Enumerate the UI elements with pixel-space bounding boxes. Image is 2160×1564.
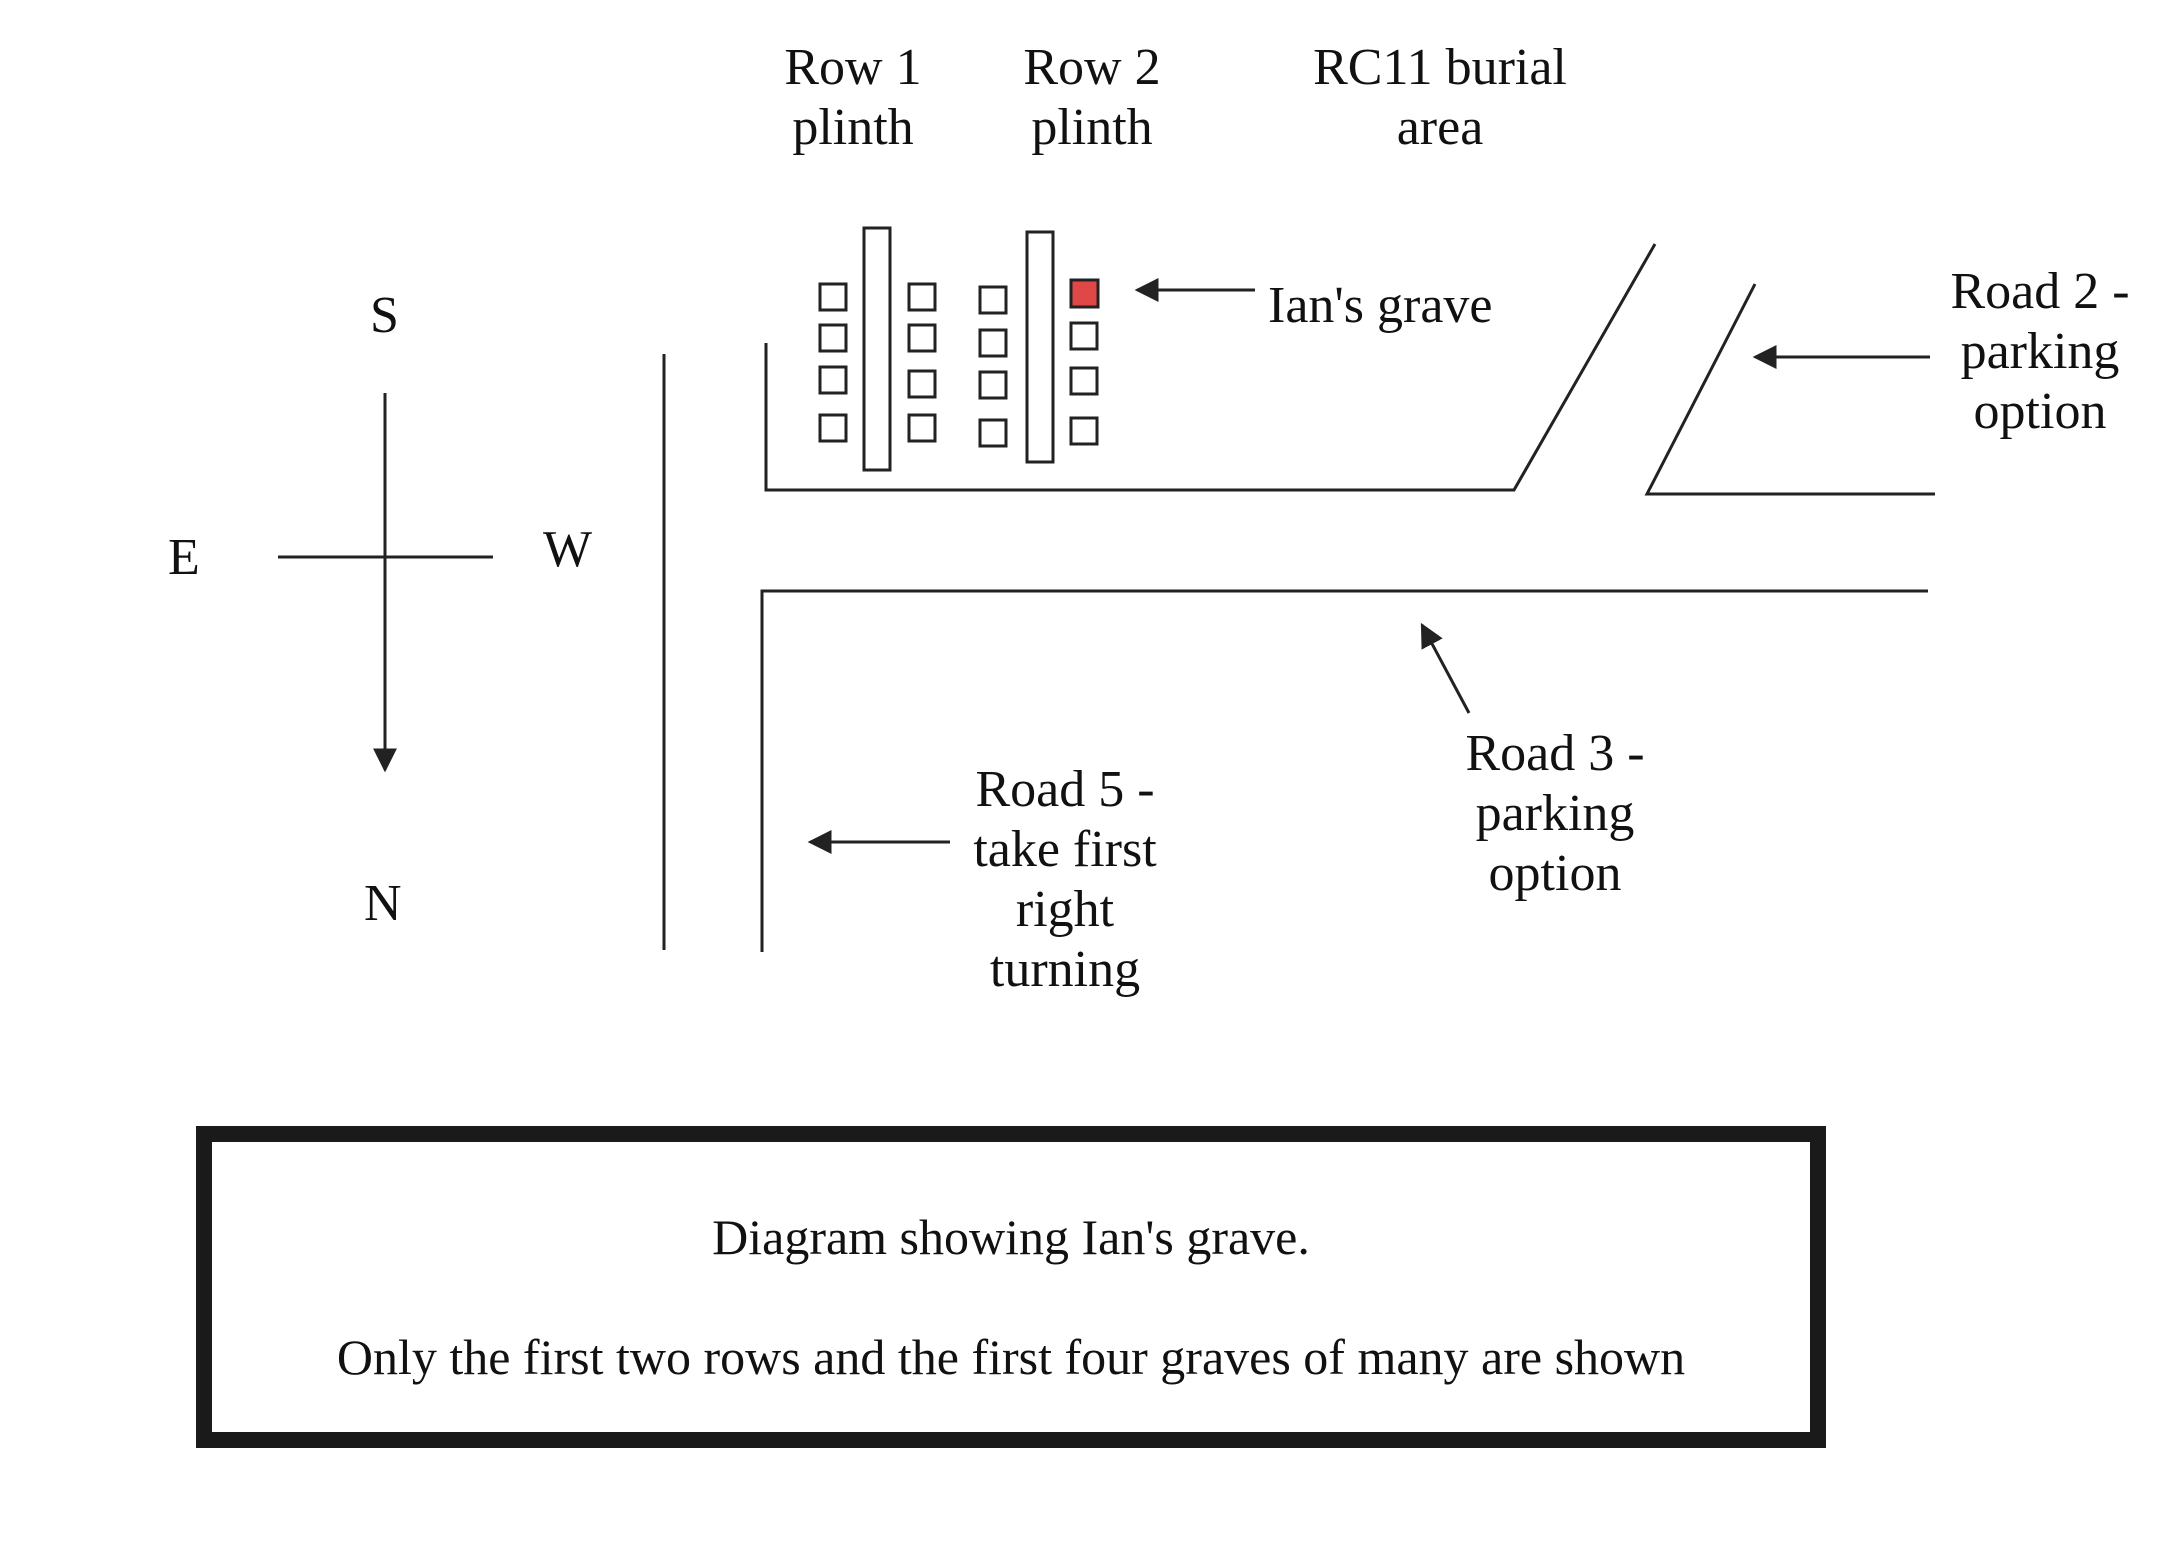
ians-grave-marker bbox=[1069, 278, 1100, 309]
grave bbox=[818, 413, 848, 443]
road-2-label-line-1: Road 2 - bbox=[1950, 263, 2130, 320]
compass-rose bbox=[278, 393, 493, 773]
road-5-label-line-4: turning bbox=[989, 941, 1141, 998]
compass-south-label: S bbox=[370, 287, 399, 344]
grave bbox=[1069, 416, 1099, 446]
grave bbox=[818, 365, 848, 395]
road-3-label-line-2: parking bbox=[1475, 785, 1635, 842]
grave bbox=[978, 285, 1008, 315]
road-5-label-line-2: take first bbox=[973, 821, 1157, 878]
row-2-label-line-1: Row 2 bbox=[1023, 39, 1161, 96]
road-2-label-line-3: option bbox=[1973, 383, 2107, 440]
grave bbox=[907, 323, 937, 353]
grave bbox=[818, 282, 848, 312]
row-1-plinth bbox=[862, 226, 892, 472]
road-5-label-line-1: Road 5 - bbox=[975, 761, 1155, 818]
road-2-label: Road 2 - parking option bbox=[1930, 262, 2150, 442]
road-2-label-line-2: parking bbox=[1960, 323, 2120, 380]
grave bbox=[1069, 321, 1099, 351]
grave bbox=[907, 413, 937, 443]
plinths bbox=[862, 226, 1055, 472]
road-5-label-line-3: right bbox=[1015, 881, 1115, 938]
burial-area-label: RC11 burial area bbox=[1290, 38, 1590, 158]
row-2-label: Row 2 plinth bbox=[1012, 38, 1172, 158]
grave bbox=[907, 369, 937, 399]
grave bbox=[907, 282, 937, 312]
road-5-label: Road 5 - take first right turning bbox=[960, 760, 1170, 1000]
road-3-north-edge bbox=[764, 243, 1657, 492]
grave bbox=[978, 328, 1008, 358]
road-2-edge bbox=[1644, 283, 1935, 496]
compass-north-label: N bbox=[364, 875, 402, 932]
row-1-label-line-1: Row 1 bbox=[784, 39, 922, 96]
road-3-label-line-1: Road 3 - bbox=[1465, 725, 1645, 782]
road-3-south-edge bbox=[760, 589, 1928, 952]
caption-note: Only the first two rows and the first fo… bbox=[336, 1329, 1686, 1385]
road-3-label-line-3: option bbox=[1488, 845, 1622, 902]
burial-area-label-line-1: RC11 burial bbox=[1313, 39, 1567, 96]
row-2-plinth bbox=[1025, 230, 1055, 464]
grave bbox=[818, 323, 848, 353]
burial-area-label-line-2: area bbox=[1396, 99, 1484, 156]
grave bbox=[978, 418, 1008, 448]
row-1-label: Row 1 plinth bbox=[773, 38, 933, 158]
graves bbox=[818, 278, 1100, 448]
row-1-label-line-2: plinth bbox=[792, 99, 914, 156]
roads bbox=[662, 243, 1935, 952]
row-2-label-line-2: plinth bbox=[1031, 99, 1153, 156]
ians-grave-label: Ian's grave bbox=[1268, 277, 1493, 334]
caption-title: Diagram showing Ian's grave. bbox=[712, 1209, 1310, 1265]
road-3-arrow bbox=[1420, 622, 1471, 714]
caption-box: Diagram showing Ian's grave. Only the fi… bbox=[196, 1126, 1826, 1448]
pointer-arrows bbox=[807, 278, 1930, 854]
compass-east-label: E bbox=[168, 529, 200, 586]
grave bbox=[1069, 366, 1099, 396]
road-3-label: Road 3 - parking option bbox=[1450, 724, 1660, 904]
grave bbox=[978, 370, 1008, 400]
compass-west-label: W bbox=[543, 521, 593, 578]
